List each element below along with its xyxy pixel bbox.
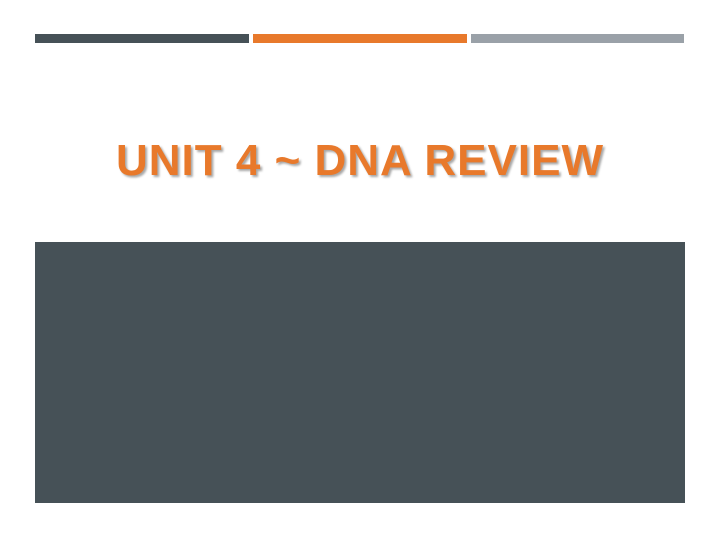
content-panel (35, 242, 685, 503)
slide-title: UNIT 4 ~ DNA REVIEW (116, 136, 604, 185)
accent-bar-dark (35, 34, 249, 43)
accent-bar-gray (471, 34, 684, 43)
accent-bar-orange (253, 34, 467, 43)
